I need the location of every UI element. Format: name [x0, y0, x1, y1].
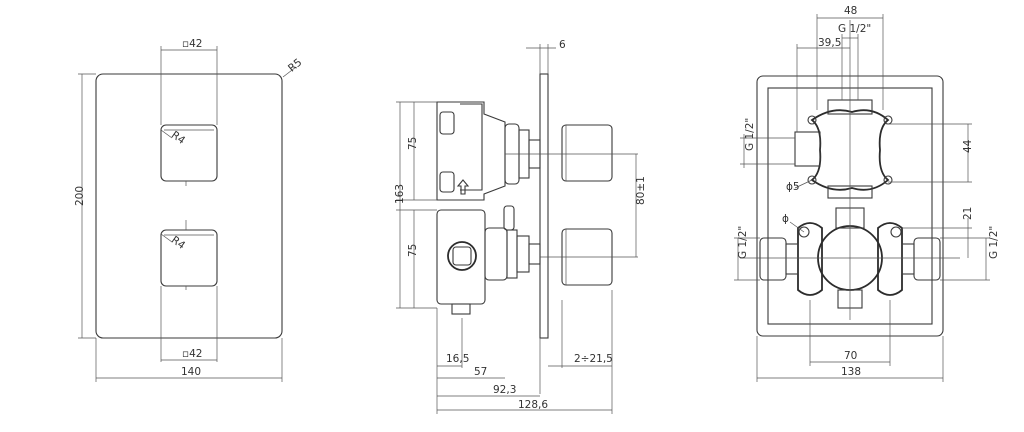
side-depth-a-label: 16,5 — [446, 353, 469, 365]
side-view: 6 75 75 163 80±1 16,5 57 92,3 128,6 2÷21… — [394, 39, 647, 414]
rear-vertical-44-label: 44 — [962, 139, 974, 153]
side-depth-c-label: 92,3 — [493, 384, 516, 396]
rear-thread-top-label: G 1/2" — [838, 23, 871, 35]
rear-width-138-label: 138 — [841, 366, 861, 378]
front-square-bottom-label: ▫42 — [182, 348, 202, 360]
side-depth-d-label: 128,6 — [518, 399, 548, 411]
side-plate-thickness-label: 6 — [559, 39, 566, 51]
front-height-label: 200 — [74, 186, 86, 206]
rear-top-width-label: 48 — [844, 5, 857, 17]
side-upper-height-label: 75 — [407, 137, 419, 150]
side-lower-height-label: 75 — [407, 244, 419, 257]
rear-inlet-left — [759, 237, 787, 281]
side-depth-b-label: 57 — [474, 366, 487, 378]
front-knob-top — [160, 124, 218, 182]
rear-spacing-70-label: 70 — [844, 350, 857, 362]
front-plate — [95, 73, 283, 339]
rear-thread-left-label: G 1/2" — [737, 226, 749, 259]
side-total-height-label: 163 — [394, 184, 406, 204]
front-knob-bottom — [160, 229, 218, 287]
rear-inlet-right — [913, 237, 941, 281]
front-knob-radius-bottom-label: R4 — [169, 234, 188, 252]
front-square-top-label: ▫42 — [182, 38, 202, 50]
rear-thread-left-top-label: G 1/2" — [744, 118, 756, 151]
side-knob-top — [561, 124, 613, 182]
side-upper-body — [436, 101, 506, 201]
side-plate — [539, 73, 549, 339]
front-view: ▫42 R5 R4 R4 200 ▫42 140 — [74, 38, 304, 382]
side-adjust-range-label: 2÷21,5 — [574, 353, 613, 365]
rear-vertical-21-label: 21 — [962, 207, 974, 220]
front-corner-radius-label: R5 — [286, 56, 304, 74]
rear-offset-top-label: 39,5 — [818, 37, 841, 49]
front-knob-radius-top-label: R4 — [169, 129, 188, 147]
side-lower-body — [436, 209, 486, 305]
front-width-label: 140 — [181, 366, 201, 378]
rear-hole-diameter-top-label: ϕ5 — [786, 181, 800, 193]
rear-view: 48 G 1/2" 39,5 G 1/2" ϕ5 44 G 1/2" G 1/2… — [734, 5, 1000, 382]
rear-thread-right-label: G 1/2" — [988, 226, 1000, 259]
rear-small-hole-label: ϕ — [782, 213, 789, 225]
side-knob-spacing-label: 80±1 — [635, 176, 647, 205]
